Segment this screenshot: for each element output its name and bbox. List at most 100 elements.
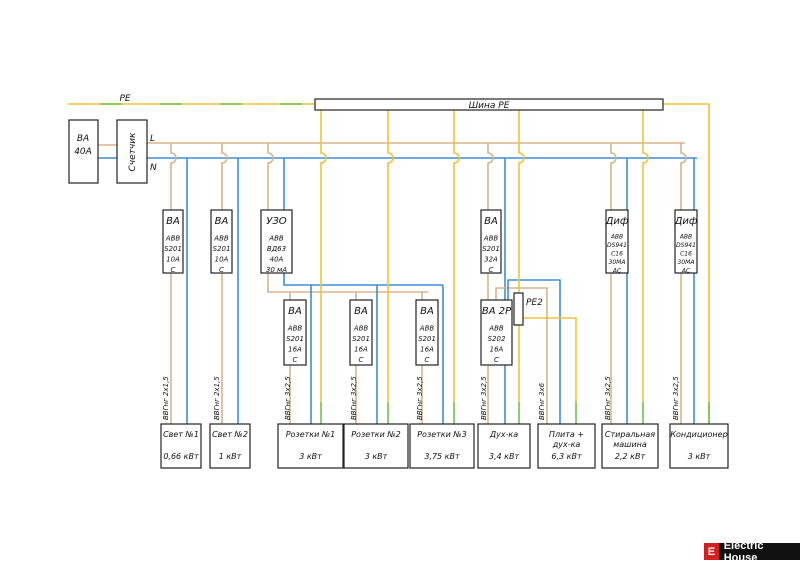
load-name: Кондиционер: [670, 430, 727, 439]
load-name: Стиральная: [605, 430, 655, 439]
breaker-spec: ABB: [610, 234, 623, 241]
breaker-spec: S201: [213, 245, 231, 253]
breaker-spec: C: [489, 266, 494, 274]
pe2-terminal: [513, 292, 524, 326]
breaker-spec: DS941: [607, 242, 627, 249]
breaker-type: ВА: [420, 306, 434, 317]
breaker-spec: ABB: [488, 325, 504, 333]
breaker-spec: ABB: [419, 325, 435, 333]
breaker-spec: 16A: [420, 346, 434, 354]
circuit-breaker: [415, 299, 439, 366]
n-wire-stove: [507, 279, 561, 424]
load-name: Розетки №1: [286, 430, 336, 439]
load-name: Розетки №3: [417, 430, 467, 439]
breaker-spec: S202: [488, 335, 506, 343]
circuit-breaker: [349, 299, 373, 366]
watermark-logo: E: [704, 543, 719, 560]
breaker-spec: 16A: [354, 346, 368, 354]
pe-wire: [453, 110, 460, 402]
pe-bus: [314, 98, 664, 111]
load-box: [477, 423, 531, 469]
l-wire: [170, 143, 177, 210]
breaker-type: ВА: [484, 216, 498, 227]
l-wire: [221, 143, 228, 210]
l-label: L: [150, 134, 155, 144]
breaker-spec: AC: [681, 268, 691, 275]
watermark: E Electric House: [704, 540, 800, 564]
l-wire: [610, 143, 617, 210]
breaker-type: Диф: [605, 216, 629, 227]
breaker-spec: ABB: [353, 325, 369, 333]
circuit-breaker: [480, 299, 513, 366]
load-name: Розетки №2: [351, 430, 401, 439]
circuit-breaker: [283, 299, 307, 366]
pe-wire: [642, 110, 649, 402]
pe-bus-label: Шина PE: [469, 101, 510, 111]
breaker-spec: C: [359, 356, 364, 364]
breaker-type: Диф: [674, 216, 698, 227]
load-name: Свет №2: [212, 430, 248, 439]
breaker-spec: ABB: [287, 325, 303, 333]
breaker-spec: S201: [352, 335, 370, 343]
main-breaker: [68, 119, 99, 184]
meter-label: Счетчик: [128, 132, 138, 172]
breaker-type: ВА 2Р: [482, 306, 512, 317]
cable-label: ВВГнг 2х1,5: [162, 376, 170, 420]
load-box: [160, 423, 202, 469]
breaker-spec: ABB: [679, 234, 692, 241]
breaker-type: ВА: [166, 216, 180, 227]
components: [68, 98, 729, 469]
breaker-type: УЗО: [266, 216, 287, 227]
load-power: 2,2 кВт: [615, 452, 646, 461]
main-breaker-label: ВА: [77, 134, 89, 144]
cable-label: ВВГнг 3х2,5: [284, 376, 292, 420]
breaker-spec: 10A: [215, 256, 229, 264]
breaker-spec: DS941: [676, 242, 696, 249]
load-power: 6,3 кВт: [551, 452, 582, 461]
cable-label: ВВГнг 3х2,5: [480, 376, 488, 420]
breaker-spec: ABB: [483, 235, 499, 243]
breaker-spec: 16A: [288, 346, 302, 354]
pe-label: PE: [119, 94, 130, 104]
load-box: [209, 423, 251, 469]
l-wire-rcd-out: [267, 273, 428, 293]
circuit-breaker: [480, 209, 502, 274]
load-power: 1 кВт: [219, 452, 242, 461]
breaker-spec: C: [425, 356, 430, 364]
breaker-spec: 16A: [490, 346, 504, 354]
electricity-meter: [116, 119, 148, 184]
breaker-spec: 30MA: [678, 259, 695, 266]
load-name: машина: [613, 440, 647, 449]
breaker-spec: S201: [164, 245, 182, 253]
pe-wire-conditioner: [663, 103, 710, 424]
load-power: 0,66 кВт: [163, 452, 199, 461]
pe2-wire: [523, 317, 577, 402]
l-wire: [267, 143, 274, 210]
load-power: 3,4 кВт: [489, 452, 520, 461]
load-box: [601, 423, 659, 469]
breaker-spec: C: [171, 266, 176, 274]
load-name: Плита +: [549, 430, 584, 439]
cable-label: ВВГнг 3х2,5: [350, 376, 358, 420]
breaker-spec: C16: [680, 251, 692, 258]
load-power: 3 кВт: [299, 452, 322, 461]
l-wire: [680, 143, 687, 210]
load-power: 3 кВт: [365, 452, 388, 461]
breaker-spec: AC: [612, 268, 622, 275]
n-wire-rcd-out: [283, 273, 443, 286]
l-wire-stove: [495, 287, 548, 424]
breaker-spec: C: [219, 266, 224, 274]
breaker-spec: ВД63: [267, 245, 286, 253]
circuit-breaker: [605, 209, 629, 274]
load-box: [537, 423, 596, 469]
breaker-spec: ABB: [213, 235, 229, 243]
load-name: Свет №1: [163, 430, 199, 439]
breaker-spec: C16: [611, 251, 623, 258]
cable-label: ВВГнг 3х2,5: [672, 376, 680, 420]
pe-wire: [518, 110, 525, 402]
circuit-breaker: [674, 209, 698, 274]
breaker-spec: 32A: [484, 256, 498, 264]
circuit-breaker: [260, 209, 293, 274]
breaker-type: ВА: [354, 306, 368, 317]
